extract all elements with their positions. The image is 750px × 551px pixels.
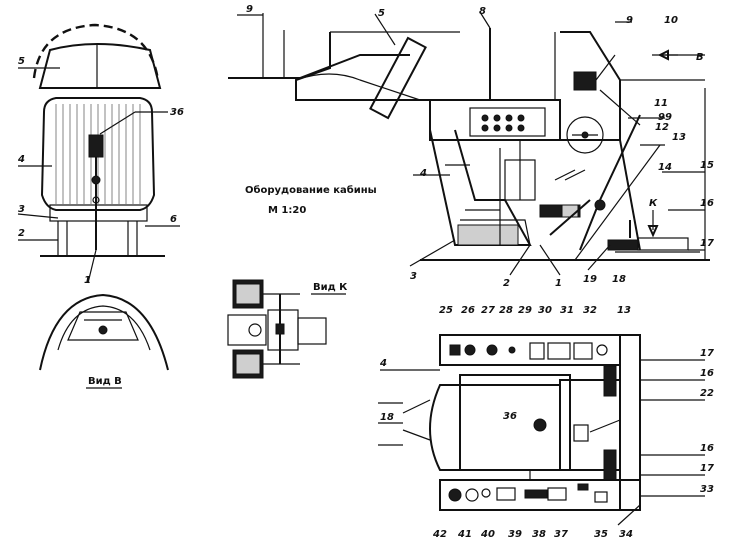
side-label-17: 17	[700, 238, 714, 249]
plan-label-32: 32	[583, 305, 597, 316]
plan-label-25: 25	[439, 305, 453, 316]
side-label-4: 4	[419, 168, 427, 179]
side-label-18: 18	[612, 274, 626, 285]
view-k-caption: Вид К	[313, 282, 348, 293]
plan-label-37: 37	[554, 529, 568, 540]
plan-label-31: 31	[560, 305, 574, 316]
plan-label-42: 42	[432, 529, 447, 540]
front-label-2: 2	[18, 228, 25, 239]
side-label-19: 19	[583, 274, 597, 285]
view-b-canopy	[39, 293, 169, 371]
front-label-6: 6	[170, 214, 177, 225]
side-label-1: 1	[555, 278, 562, 289]
side-label-99: 99	[658, 112, 672, 123]
plan-label-30: 30	[538, 305, 552, 316]
front-view	[17, 23, 180, 284]
side-label-12: 12	[655, 122, 669, 133]
side-label-5: 5	[378, 8, 385, 19]
side-label-9b: 9	[626, 15, 633, 26]
side-label-3: 3	[410, 271, 417, 282]
plan-label-36: 36	[503, 411, 517, 422]
front-label-4: 4	[17, 154, 25, 165]
side-label-15: 15	[700, 160, 714, 171]
plan-label-38: 38	[532, 529, 546, 540]
plan-label-39: 39	[508, 529, 522, 540]
side-label-10: 10	[664, 15, 678, 26]
front-label-36: 36	[170, 107, 184, 118]
plan-label-35: 35	[594, 529, 608, 540]
side-label-14: 14	[658, 162, 672, 173]
plan-label-16a: 16	[700, 368, 714, 379]
plan-label-18: 18	[380, 412, 394, 423]
plan-label-13: 13	[617, 305, 631, 316]
front-label-5: 5	[18, 56, 25, 67]
side-label-16: 16	[700, 198, 714, 209]
front-label-1: 1	[84, 275, 91, 286]
drawing-scale: М 1:20	[268, 205, 306, 216]
arrow-label-b: В	[696, 52, 704, 63]
side-label-11: 11	[654, 98, 668, 109]
plan-label-34: 34	[619, 529, 633, 540]
plan-label-33: 33	[700, 484, 714, 495]
plan-label-29: 29	[518, 305, 532, 316]
drawing-title: Оборудование кабины	[245, 184, 377, 196]
side-view	[228, 11, 710, 276]
plan-label-16b: 16	[700, 443, 714, 454]
side-label-13: 13	[672, 132, 686, 143]
plan-label-17b: 17	[700, 463, 714, 474]
plan-label-41: 41	[457, 529, 472, 540]
plan-label-40: 40	[480, 529, 495, 540]
plan-label-28: 28	[499, 305, 513, 316]
front-label-3: 3	[18, 204, 25, 215]
side-label-2: 2	[503, 278, 510, 289]
arrow-label-k: К	[649, 198, 658, 209]
side-label-9: 9	[246, 4, 253, 15]
plan-label-27: 27	[481, 305, 495, 316]
plan-label-4: 4	[379, 358, 387, 369]
plan-label-17a: 17	[700, 348, 714, 359]
plan-view	[378, 334, 705, 526]
view-k-pedals	[227, 279, 327, 379]
side-label-8: 8	[479, 6, 486, 17]
view-b-caption: Вид В	[88, 376, 122, 387]
plan-label-26: 26	[461, 305, 475, 316]
plan-label-22: 22	[700, 388, 714, 399]
